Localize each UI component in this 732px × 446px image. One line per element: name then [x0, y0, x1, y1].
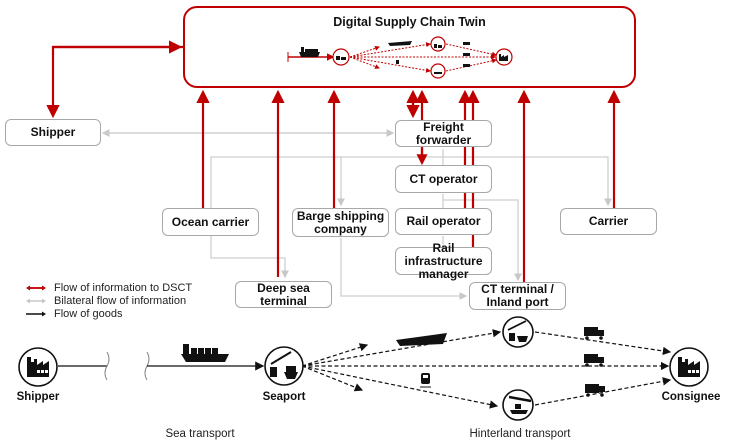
inland-port-icon — [507, 320, 528, 342]
goods-flow — [18, 316, 709, 421]
actor-shipper[interactable]: Shipper — [5, 119, 101, 146]
mini-rail-terminal-icon — [430, 63, 446, 79]
gray-bidirectional-arrow-icon — [26, 298, 46, 303]
bilateral-lines — [101, 129, 612, 300]
actor-carrier[interactable]: Carrier — [560, 208, 657, 235]
line-ocean-deepsea — [210, 236, 289, 279]
legend-label: Flow of goods — [54, 307, 123, 320]
line-dsct-shipper — [46, 45, 183, 119]
rail-terminal-icon — [508, 395, 532, 414]
dash-rail-consignee — [534, 377, 672, 406]
seaport-node — [264, 346, 304, 386]
actor-rail-infrastructure-manager[interactable]: Rail infrastructure manager — [395, 241, 492, 280]
dash-seaport-up-short — [301, 343, 369, 367]
mini-dash-barge — [349, 42, 431, 58]
mini-dash-up-short — [349, 45, 380, 58]
dash-seaport-rail-terminal — [301, 365, 499, 409]
legend-item-goods: Flow of goods — [26, 307, 192, 320]
line-ocean-carrier-carrier — [210, 156, 612, 208]
seaport-crane-icon — [270, 351, 298, 379]
mini-dash-inland-consignee — [445, 43, 497, 57]
sea-break-left — [104, 351, 110, 381]
mini-barge-icon — [388, 41, 412, 46]
dash-seaport-down-short — [301, 365, 364, 392]
legend-item-dsct: Flow of information to DSCT — [26, 281, 192, 294]
dsct-title: Digital Supply Chain Twin — [333, 15, 486, 29]
section-label-sea: Sea transport — [165, 428, 235, 440]
mini-truck-icon — [463, 53, 470, 56]
dsct-mini-flow — [287, 36, 513, 79]
actor-ct-operator[interactable]: CT operator — [395, 165, 492, 193]
actor-ct-terminal-inland-port[interactable]: CT terminal / Inland port — [469, 282, 566, 310]
legend: Flow of information to DSCT Bilateral fl… — [26, 281, 192, 320]
mini-train-icon — [396, 60, 399, 64]
node-label-seaport: Seaport — [262, 391, 306, 403]
red-bidirectional-arrow-icon — [26, 285, 46, 290]
black-arrow-icon — [26, 311, 46, 316]
section-label-hinterland: Hinterland transport — [469, 428, 571, 440]
legend-item-bilateral: Bilateral flow of information — [26, 294, 192, 307]
truck-icon — [584, 354, 604, 367]
mini-truck-icon — [463, 64, 470, 67]
actor-freight-forwarder[interactable]: Freight forwarder — [395, 120, 492, 147]
train-icon — [420, 373, 431, 388]
node-label-shipper: Shipper — [16, 391, 60, 403]
actor-barge-shipping-company[interactable]: Barge shipping company — [292, 208, 389, 237]
mini-dash-down-short — [349, 56, 380, 69]
line-cto-ctterminal — [443, 199, 522, 282]
mini-truck-icon — [463, 42, 470, 45]
truck-icon — [584, 327, 604, 340]
barge-icon — [396, 333, 447, 346]
actor-rail-operator[interactable]: Rail operator — [395, 208, 492, 235]
legend-label: Bilateral flow of information — [54, 294, 187, 307]
mini-dash-rail — [349, 56, 431, 73]
line-barge-ct-terminal — [340, 238, 468, 300]
mini-dash-rail-consignee — [445, 58, 497, 72]
actor-ocean-carrier[interactable]: Ocean carrier — [162, 208, 259, 236]
container-ship-icon — [181, 344, 229, 362]
truck-icon — [585, 384, 605, 397]
actor-deep-sea-terminal[interactable]: Deep sea terminal — [235, 281, 332, 308]
dsct-box — [183, 6, 636, 88]
mini-ship-icon — [299, 47, 320, 57]
inland-port-node — [502, 316, 534, 348]
dash-inland-consignee — [534, 331, 672, 356]
node-label-consignee: Consignee — [661, 391, 721, 403]
legend-label: Flow of information to DSCT — [54, 281, 193, 294]
dash-seaport-inland-port — [301, 329, 502, 367]
